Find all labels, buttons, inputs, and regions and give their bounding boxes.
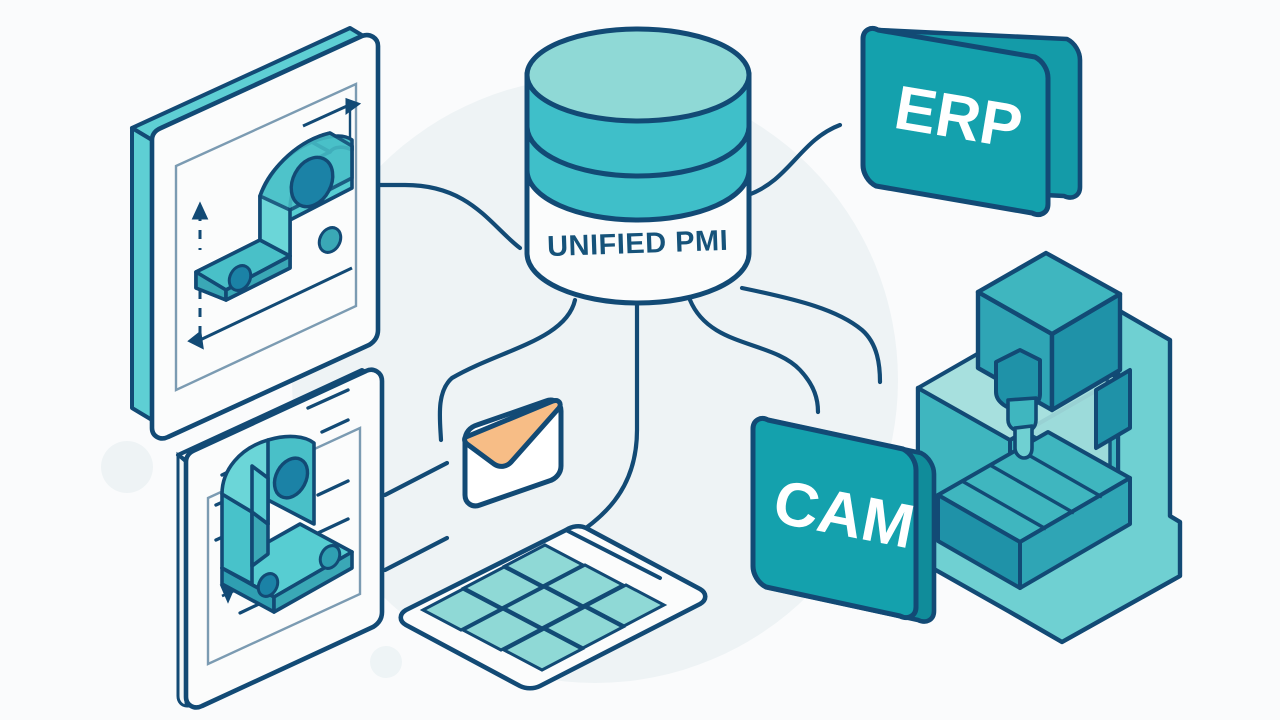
cnc-table-slots [961,447,1103,531]
connector-hub-cam [687,297,821,415]
cad-panel-top-frame [174,82,358,392]
cnc-control-panel [1094,368,1132,450]
cnc-cutting-tool-icon [1013,424,1034,460]
cam-card-face [750,415,919,621]
cad-part-angle-bracket [220,434,354,614]
email-envelope[interactable] [462,397,564,509]
erp-card-face [860,25,1051,218]
cad-part-bracket [194,131,354,302]
connector-hub-cnc [739,285,883,385]
envelope-flap-icon [462,398,563,469]
cnc-milling-machine[interactable] [915,250,1183,645]
connector-hub-email [437,297,578,443]
cnc-table-side [1018,476,1132,590]
erp-card[interactable]: ERP [860,25,1083,218]
spreadsheet-table[interactable] [398,523,708,691]
database-top [524,26,752,124]
cad-panel-left-edge [130,126,154,422]
connector-cadtop-hub [375,182,523,251]
database-cylinder[interactable]: UNIFIED PMI [524,26,752,306]
database-label: UNIFIED PMI [547,225,729,263]
cnc-spindle-head-top [975,250,1123,337]
cam-card[interactable]: CAM [750,415,937,624]
cad-dimension-lines-top [187,97,362,350]
cad-drawing-panel-bottom[interactable] [176,367,385,710]
connector-cadbottom-email-dashed [382,460,450,573]
bg-dot-left [101,441,153,493]
connector-hub-erp [745,122,843,198]
bg-dot-bottom [370,646,402,678]
spreadsheet-grid [419,543,668,672]
cad-drawing-panel-top[interactable] [130,26,381,441]
